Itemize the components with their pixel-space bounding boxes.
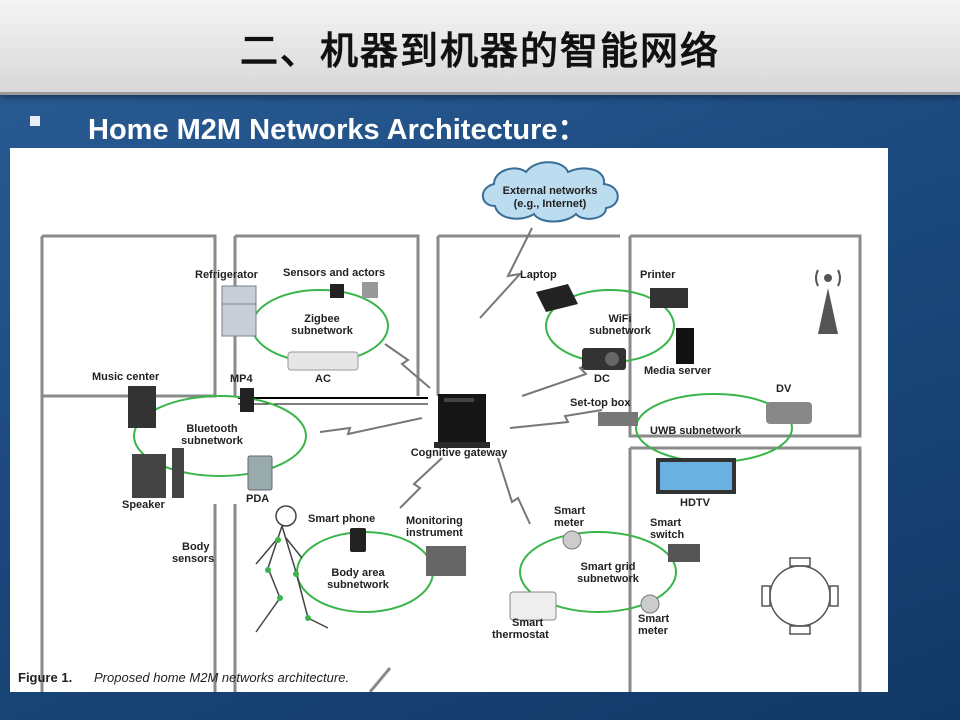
ban-label-1: Body area: [331, 567, 385, 579]
hdtv-label: HDTV: [680, 497, 711, 509]
cloud-label-line2: (e.g., Internet): [514, 198, 587, 210]
slide-title: 二、机器到机器的智能网络: [239, 29, 720, 73]
ban-label-2: subnetwork: [327, 579, 390, 591]
pda-icon: [247, 455, 273, 491]
smart-grid-subnetwork: Smart grid subnetwork Smart meter Smart …: [492, 505, 700, 641]
camera-icon: [582, 348, 626, 370]
zigbee-label-2: subnetwork: [291, 325, 354, 337]
refrigerator-label: Refrigerator: [195, 269, 259, 281]
monitoring-label-2: instrument: [406, 527, 463, 539]
cloud-label-line1: External networks: [503, 185, 598, 197]
mp4-label: MP4: [230, 373, 254, 385]
smart-meter-bottom-icon: [640, 594, 660, 614]
uwb-subnetwork: UWB subnetwork Set-top box DV HDTV: [570, 383, 812, 509]
wifi-label-1: WiFi: [608, 313, 631, 325]
printer-label: Printer: [640, 269, 676, 281]
body-sensors-label-1: Body: [182, 541, 210, 553]
sensor-icon: [330, 284, 344, 298]
external-network-cloud: External networks (e.g., Internet): [481, 161, 619, 223]
speaker-label: Speaker: [122, 499, 166, 511]
switch-label-1: Smart: [650, 517, 682, 529]
media-server-label: Media server: [644, 365, 712, 377]
sensors-label: Sensors and actors: [283, 267, 385, 279]
caption-prefix: Figure 1.: [18, 670, 72, 685]
cognitive-gateway: Cognitive gateway: [411, 394, 508, 459]
thermostat-label-1: Smart: [512, 617, 544, 629]
smart-switch-icon: [668, 544, 700, 562]
dv-label: DV: [776, 383, 792, 395]
human-figure-icon: [255, 505, 329, 633]
title-bar: 二、机器到机器的智能网络: [0, 0, 960, 95]
actor-icon: [362, 282, 378, 298]
architecture-figure: External networks (e.g., Internet) Cogni…: [10, 148, 888, 692]
dv-icon: [766, 402, 812, 424]
printer-icon: [650, 288, 688, 308]
smart-thermostat-icon: [509, 591, 557, 621]
smart-meter-top-icon: [562, 530, 582, 550]
meter-bottom-label-1: Smart: [638, 613, 670, 625]
architecture-diagram: External networks (e.g., Internet) Cogni…: [18, 161, 862, 692]
meter-top-label-1: Smart: [554, 505, 586, 517]
music-center-icon: [128, 386, 156, 428]
switch-label-2: switch: [650, 529, 685, 541]
meter-bottom-label-2: meter: [638, 625, 669, 637]
ac-label: AC: [315, 373, 331, 385]
thermostat-label-2: thermostat: [492, 629, 549, 641]
laptop-icon: [536, 284, 578, 312]
zigbee-subnetwork: Zigbee subnetwork Refrigerator Sensors a…: [195, 267, 389, 385]
body-area-subnetwork: Body area subnetwork Smart phone Monitor…: [172, 505, 466, 633]
ac-icon: [287, 351, 359, 371]
uwb-label: UWB subnetwork: [650, 425, 742, 437]
smartgrid-label-2: subnetwork: [577, 573, 640, 585]
body-sensor-dots: [265, 537, 311, 621]
refrigerator-icon: [221, 285, 257, 337]
media-server-icon: [676, 328, 694, 364]
wifi-subnetwork: WiFi subnetwork Laptop Printer Media ser…: [520, 269, 712, 385]
antenna-icon: [815, 269, 841, 334]
wifi-label-2: subnetwork: [589, 325, 652, 337]
pda-label: PDA: [246, 493, 269, 505]
table-chairs-icon: [761, 557, 839, 635]
settop-label: Set-top box: [570, 397, 631, 409]
bluetooth-label-2: subnetwork: [181, 435, 244, 447]
music-center-label: Music center: [92, 371, 160, 383]
gateway-label: Cognitive gateway: [411, 447, 508, 459]
slide-subtitle: Home M2M Networks Architecture：: [88, 114, 587, 146]
caption-text: Proposed home M2M networks architecture.: [94, 670, 349, 685]
dc-label: DC: [594, 373, 610, 385]
smartgrid-label-1: Smart grid: [580, 561, 635, 573]
laptop-label: Laptop: [520, 269, 557, 281]
smart-phone-label: Smart phone: [308, 513, 375, 525]
monitoring-label-1: Monitoring: [406, 515, 463, 527]
settop-icon: [598, 412, 638, 426]
bluetooth-label-1: Bluetooth: [186, 423, 238, 435]
body-sensors-label-2: sensors: [172, 553, 214, 565]
mp4-icon: [240, 388, 254, 412]
smart-phone-icon: [350, 528, 366, 552]
meter-top-label-2: meter: [554, 517, 585, 529]
speaker-icon: [132, 454, 166, 498]
monitoring-instrument-icon: [426, 546, 466, 576]
zigbee-label-1: Zigbee: [304, 313, 339, 325]
bullet-square-icon: [30, 116, 40, 126]
bluetooth-subnetwork: Bluetooth subnetwork Music center MP4 Sp…: [92, 371, 307, 511]
